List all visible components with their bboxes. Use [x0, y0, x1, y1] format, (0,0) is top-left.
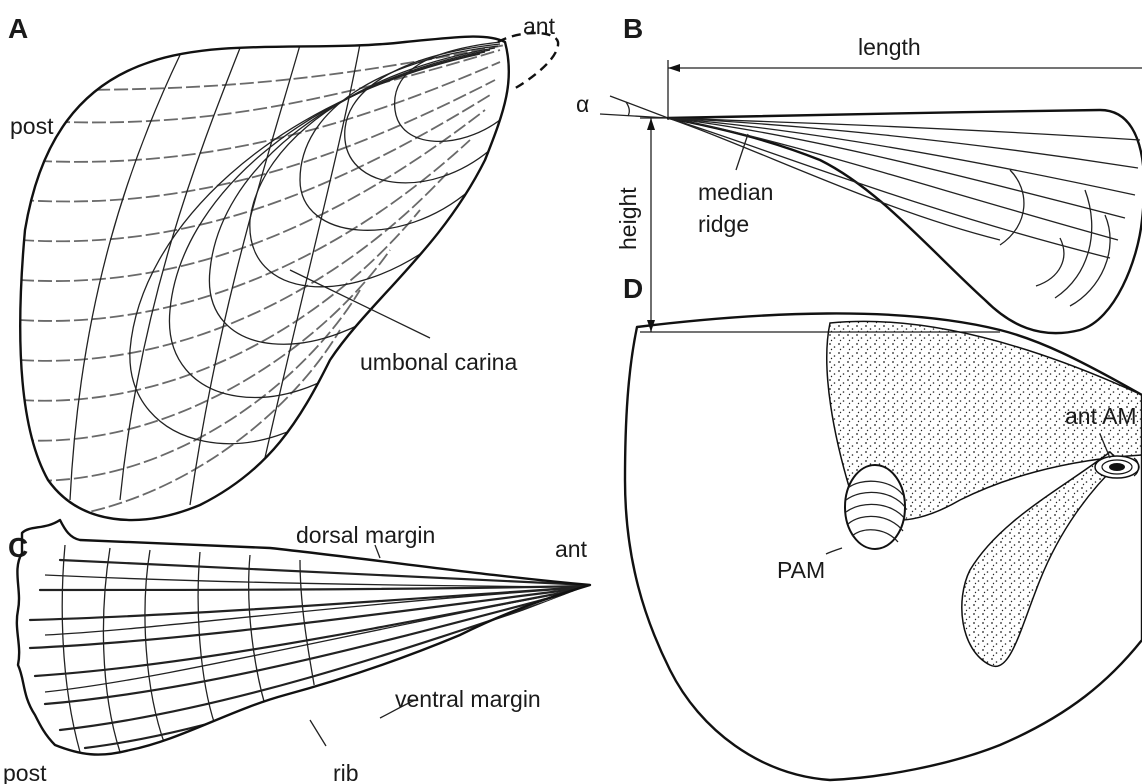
panel-letter-c: C	[8, 532, 28, 563]
panel-letter-d: D	[623, 273, 643, 304]
panel-d-pam-label: PAM	[777, 557, 825, 583]
panel-a-ant-label: ant	[523, 13, 556, 39]
panel-a-shell-hatching	[20, 42, 505, 520]
panel-a-post-label: post	[10, 113, 54, 139]
panel-d-antam-label: ant AM	[1065, 403, 1137, 429]
panel-a-carina-label: umbonal carina	[360, 349, 517, 375]
panel-letter-a: A	[8, 13, 28, 44]
panel-d: D ant AM PAM	[623, 273, 1142, 780]
panel-b: B length height α	[576, 13, 1142, 333]
panel-letter-b: B	[623, 13, 643, 44]
panel-b-height-label: height	[615, 187, 641, 250]
panel-b-ridge-leader	[736, 134, 748, 170]
panel-b-median-label: median	[698, 179, 773, 205]
panel-c-post-label: post	[3, 760, 47, 784]
panel-a-shell-outline	[20, 37, 509, 520]
panel-c-dorsal-label: dorsal margin	[296, 522, 435, 548]
panel-d-pam-leader	[826, 548, 842, 554]
panel-b-ridge-label: ridge	[698, 211, 749, 237]
panel-b-length-label: length	[858, 34, 921, 60]
panel-c-rib-leader	[310, 720, 326, 746]
panel-b-alpha-label: α	[576, 91, 589, 117]
panel-c: C	[3, 520, 590, 784]
panel-a-carina-leader	[290, 270, 430, 338]
panel-c-rib-label: rib	[333, 760, 359, 784]
panel-c-ant-label: ant	[555, 536, 588, 562]
panel-b-alpha-angle	[600, 96, 668, 118]
panel-c-ventral-label: ventral margin	[395, 686, 541, 712]
panel-a-anterior-dashed	[498, 33, 558, 90]
panel-d-anterior-adductor	[1095, 456, 1139, 478]
panel-d-posterior-adductor	[845, 465, 905, 549]
panel-a: A	[8, 13, 558, 520]
